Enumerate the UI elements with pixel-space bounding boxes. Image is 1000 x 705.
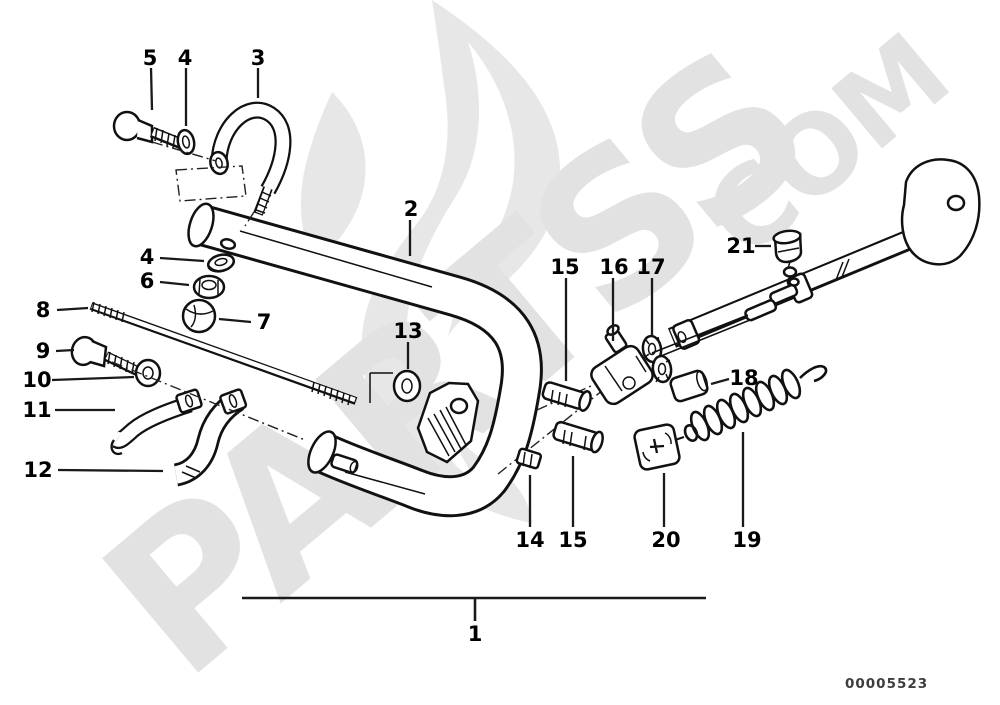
clamp-3 <box>209 101 292 216</box>
side-stand-foot <box>900 158 981 266</box>
part-callout-15-5: 15 <box>550 255 580 279</box>
part-callout-21-4: 21 <box>726 234 756 258</box>
cap-7 <box>181 298 217 334</box>
block-20 <box>633 423 681 471</box>
part-callout-9-13: 9 <box>35 339 51 363</box>
part-callout-16-6: 16 <box>599 255 629 279</box>
switch-16 <box>590 324 654 406</box>
nut-6 <box>192 274 226 300</box>
part-callout-20-20: 20 <box>651 528 681 552</box>
part-callout-1-22: 1 <box>467 622 483 646</box>
part-callout-18-15: 18 <box>729 366 759 390</box>
part-callout-7-11: 7 <box>256 310 272 334</box>
pin-15-lower <box>552 420 604 454</box>
axis-line-pin-upper <box>536 381 601 411</box>
nut-14 <box>515 447 543 470</box>
bracket-12 <box>173 388 248 487</box>
part-callout-4-8: 4 <box>139 245 155 269</box>
spring-19 <box>663 364 828 447</box>
part-callout-4-1: 4 <box>177 46 193 70</box>
phantom-plate <box>175 165 247 202</box>
part-callout-11-16: 11 <box>22 398 52 422</box>
part-callout-13-12: 13 <box>393 319 423 343</box>
rubber-cap-21 <box>772 229 803 287</box>
stand-mounting-lug <box>416 381 480 464</box>
switch-cable <box>651 261 799 359</box>
part-callout-6-9: 6 <box>139 269 155 293</box>
axis-line-clampset <box>111 361 306 441</box>
star-washers-17 <box>641 334 673 384</box>
part-callout-3-2: 3 <box>250 46 266 70</box>
centre-stand-tube <box>187 202 543 518</box>
document-number: 00005523 <box>845 676 929 692</box>
washer-4-top <box>176 128 196 156</box>
washer-13 <box>369 369 422 403</box>
washer-4-mid <box>206 253 236 273</box>
baseline-part-1 <box>242 596 706 621</box>
bolt-9 <box>70 335 140 376</box>
rod-8 <box>89 301 358 406</box>
part-callout-2-3: 2 <box>403 197 419 221</box>
part-callout-14-18: 14 <box>515 528 545 552</box>
part-callout-19-21: 19 <box>732 528 762 552</box>
part-callout-17-7: 17 <box>636 255 666 279</box>
pin-15-upper <box>541 381 592 412</box>
part-callout-5-0: 5 <box>142 46 158 70</box>
part-callout-8-10: 8 <box>35 298 51 322</box>
leader-lines <box>51 67 771 527</box>
bushing-18 <box>669 369 709 403</box>
part-callout-10-14: 10 <box>22 368 52 392</box>
part-callout-12-17: 12 <box>23 458 53 482</box>
part-callout-15-19: 15 <box>558 528 588 552</box>
axis-line-stud <box>244 211 255 227</box>
